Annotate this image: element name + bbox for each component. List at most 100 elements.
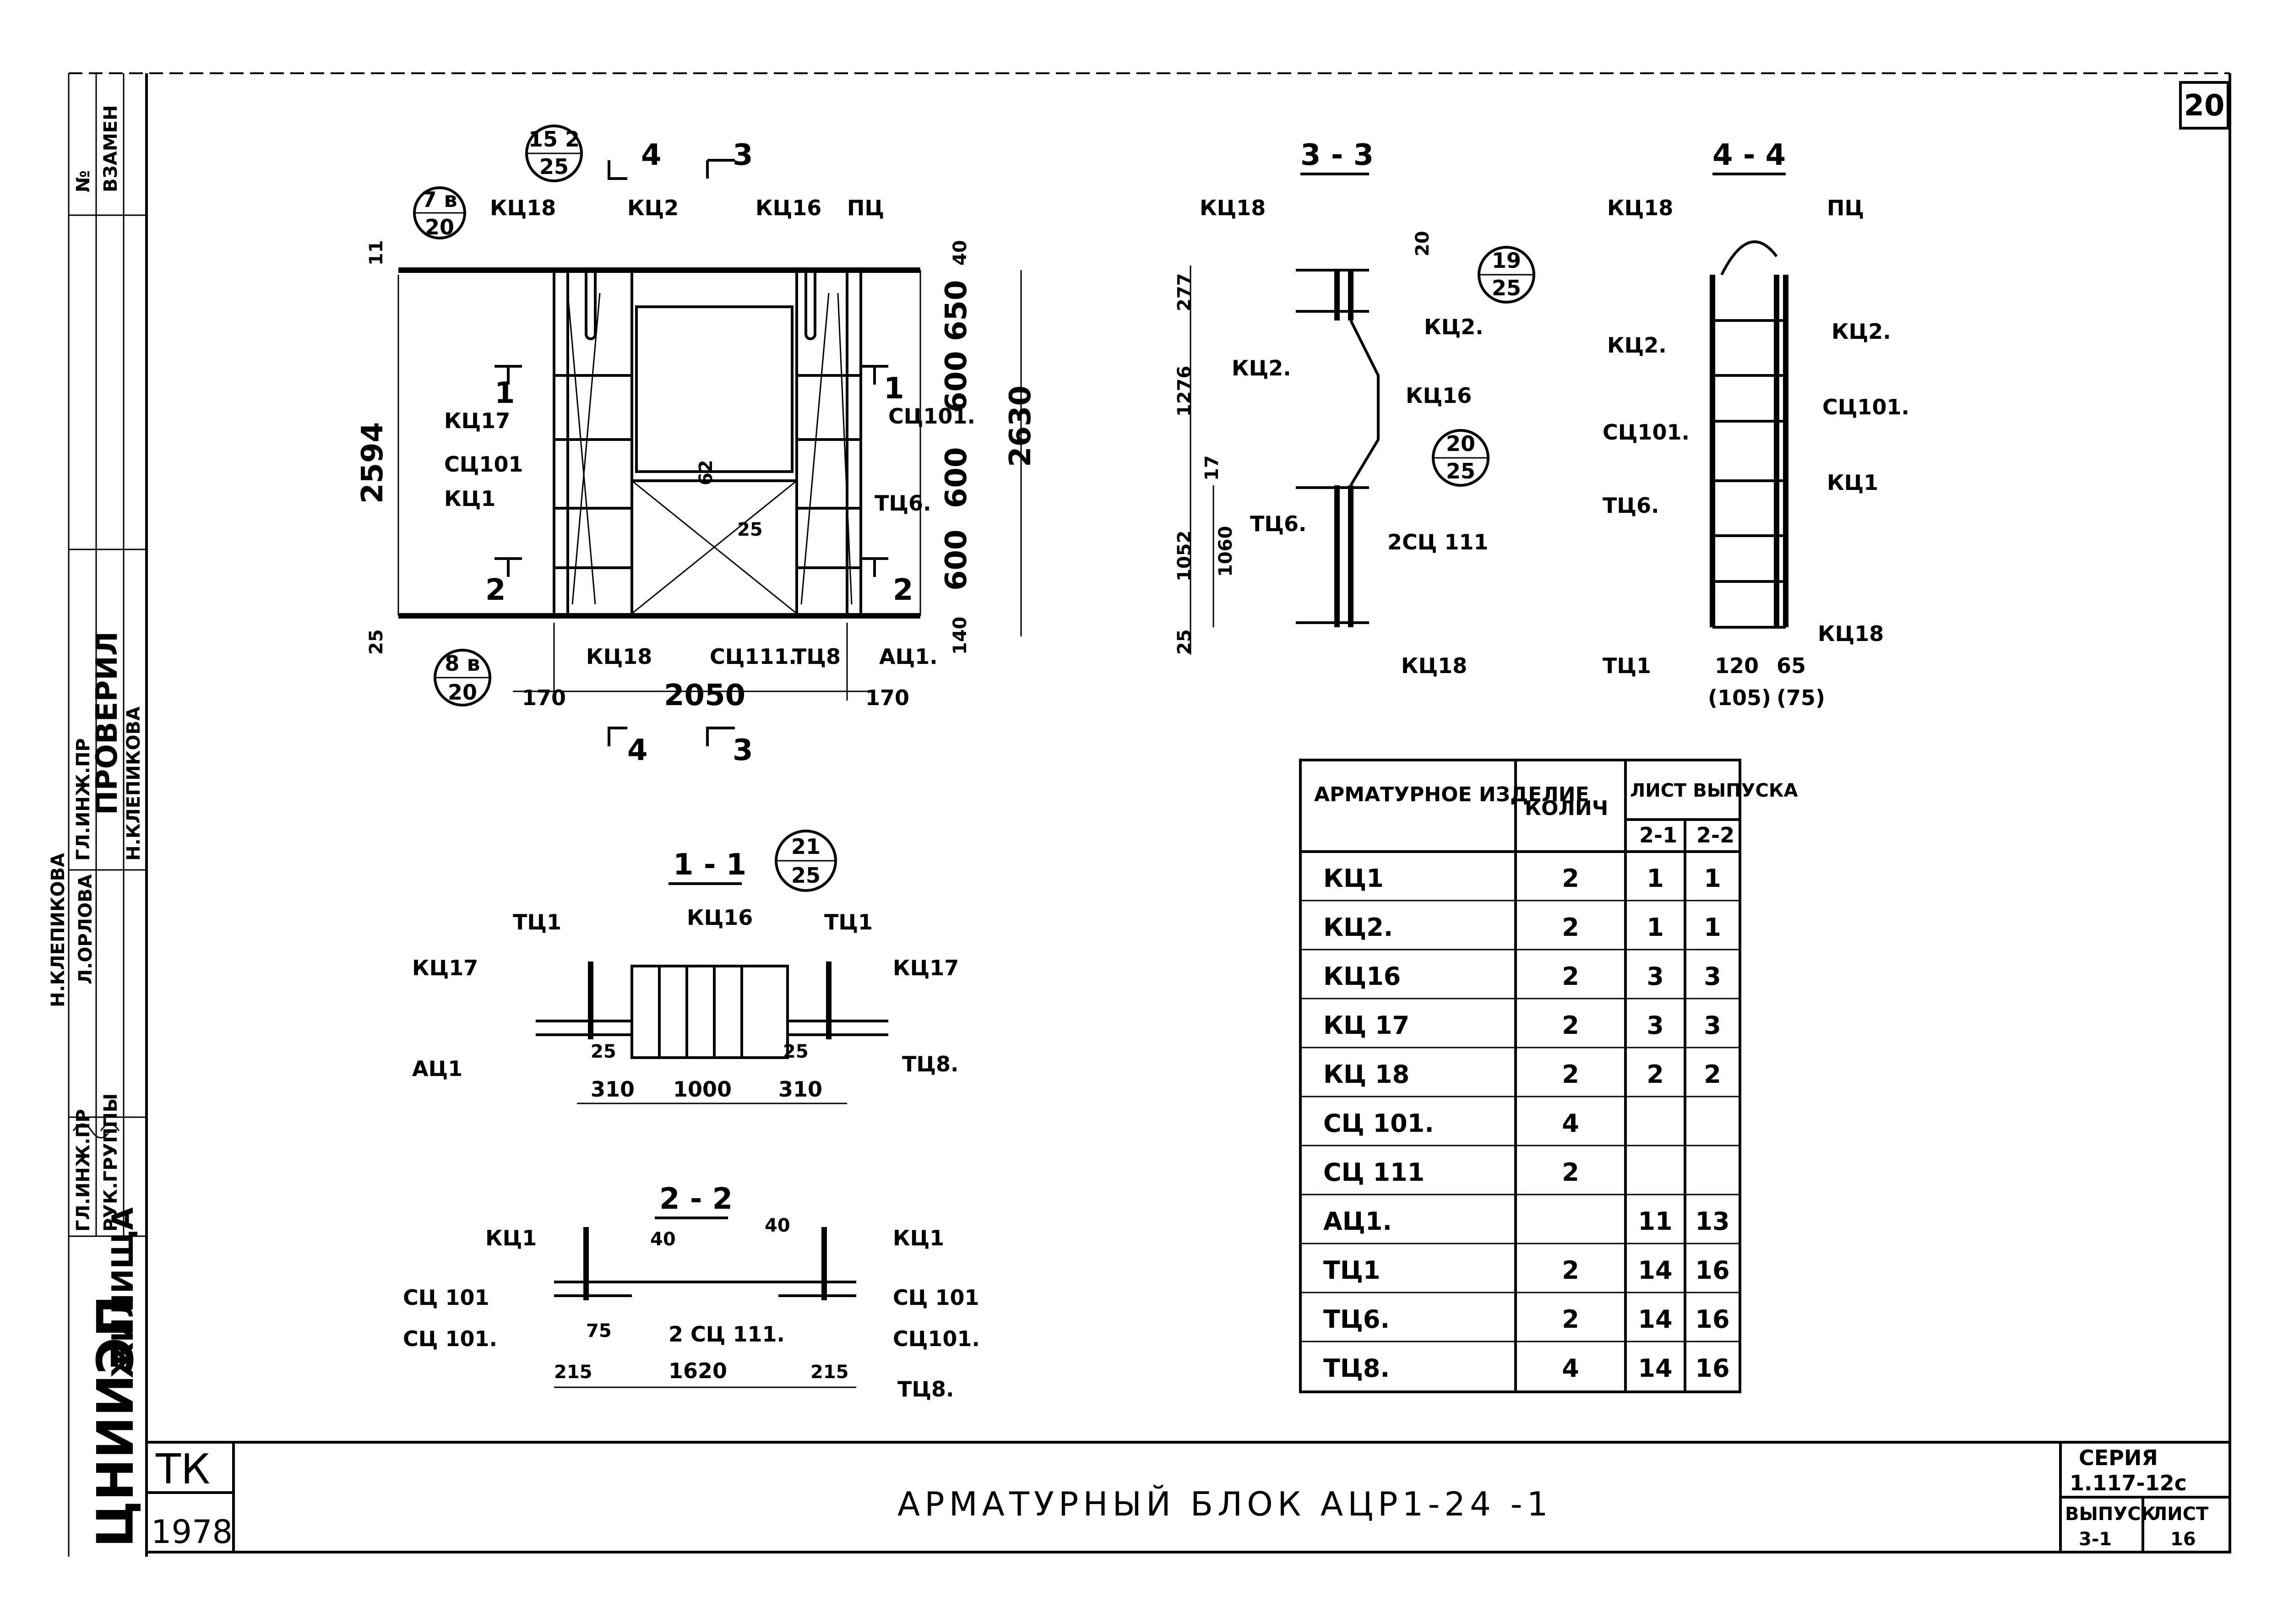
s11-label-tc8: ТЦ8. bbox=[902, 1052, 959, 1076]
s33-dim-1276: 1276 bbox=[1174, 366, 1195, 417]
s22-dim-40-left: 40 bbox=[650, 1229, 676, 1250]
s44-dim-65: 65 bbox=[1777, 653, 1806, 678]
stamp-org: ЦНИИЭП bbox=[86, 1295, 145, 1548]
schedule-cell-s21: 2 bbox=[1647, 1060, 1664, 1089]
s22-label-sc101-right: СЦ 101 bbox=[893, 1285, 979, 1310]
main-label-kc18-top: КЦ18 bbox=[490, 196, 556, 220]
callout-top-den: 25 bbox=[539, 154, 569, 179]
dim-650: 650 bbox=[940, 280, 973, 341]
stamp-inventory-no: № bbox=[73, 170, 94, 192]
dim-170-right: 170 bbox=[865, 685, 909, 710]
s11-label-kc17-left: КЦ17 bbox=[412, 956, 478, 980]
schedule-cell-s22: 2 bbox=[1704, 1060, 1721, 1089]
section-2-2-title: 2 - 2 bbox=[659, 1182, 733, 1216]
s11-dim-25-right: 25 bbox=[783, 1041, 809, 1062]
s11-dim-25-left: 25 bbox=[591, 1041, 616, 1062]
schedule-cell-item: ТЦ6. bbox=[1323, 1305, 1390, 1334]
dim-2630: 2630 bbox=[1004, 386, 1038, 467]
s22-dim-215-left: 215 bbox=[554, 1362, 592, 1383]
schedule-cell-s22: 1 bbox=[1704, 864, 1721, 893]
callout-left-bottom-den: 20 bbox=[448, 680, 477, 705]
title-series-label: СЕРИЯ bbox=[2079, 1445, 2158, 1470]
s44-label-kc1: КЦ1 bbox=[1827, 470, 1878, 495]
section-mark-4-bottom: 4 bbox=[627, 733, 648, 767]
s44-dim-75: (75) bbox=[1777, 685, 1825, 710]
schedule-header-sheet: ЛИСТ ВЫПУСКА bbox=[1630, 780, 1798, 801]
main-label-kc16-top: КЦ16 bbox=[756, 196, 821, 220]
s44-label-pc: ПЦ bbox=[1827, 196, 1864, 220]
signature-mark bbox=[72, 1123, 120, 1139]
stamp-replace: ВЗАМЕН bbox=[100, 105, 121, 192]
callout-left-bottom-num: 8 в bbox=[445, 651, 480, 676]
s44-dim-105: (105) bbox=[1708, 685, 1771, 710]
s33-label-sc111: 2СЦ 111 bbox=[1387, 530, 1488, 554]
s33-label-kc2-right: КЦ2. bbox=[1424, 315, 1484, 339]
schedule-header-c21: 2-1 bbox=[1639, 823, 1677, 847]
section-3-3: 3 - 3 19 25 20 25 КЦ18 КЦ2. КЦ2. КЦ16 ТЦ… bbox=[1174, 138, 1535, 678]
schedule-cell-item: КЦ1 bbox=[1323, 864, 1384, 893]
sheet-number: 20 bbox=[2184, 89, 2224, 123]
s22-label-kc1-right: КЦ1 bbox=[893, 1226, 944, 1250]
dim-11: 11 bbox=[366, 240, 387, 266]
section-mark-4-top: 4 bbox=[641, 138, 662, 172]
schedule-cell-qty: 2 bbox=[1562, 1158, 1579, 1187]
main-label-kc17: КЦ17 bbox=[444, 408, 510, 433]
section-4-4-title: 4 - 4 bbox=[1712, 138, 1786, 172]
s11-label-ac1: АЦ1 bbox=[412, 1056, 462, 1081]
main-label-kc18-bottom: КЦ18 bbox=[586, 644, 652, 669]
s22-dim-215-right: 215 bbox=[810, 1362, 849, 1383]
title-tk: ТК bbox=[155, 1445, 210, 1494]
schedule-cell-qty: 2 bbox=[1562, 1011, 1579, 1040]
dim-600c: 600 bbox=[940, 529, 973, 591]
main-label-sc101: СЦ101 bbox=[444, 452, 523, 477]
s22-dim-40-right: 40 bbox=[765, 1215, 790, 1236]
schedule-cell-s21: 11 bbox=[1638, 1207, 1672, 1236]
s22-dim-1620: 1620 bbox=[669, 1358, 727, 1383]
schedule-cell-s22: 16 bbox=[1695, 1305, 1729, 1334]
s11-dim-1000: 1000 bbox=[673, 1077, 732, 1102]
title-year: 1978 bbox=[151, 1513, 233, 1551]
schedule-cell-qty: 2 bbox=[1562, 913, 1579, 942]
section-mark-2-right: 2 bbox=[893, 573, 913, 607]
s11-label-kc17-right: КЦ17 bbox=[893, 956, 959, 980]
s33-dim-277: 277 bbox=[1174, 273, 1195, 312]
main-label-sc101-right: СЦ101. bbox=[888, 404, 975, 429]
title-text: АРМАТУРНЫЙ БЛОК АЦР1-24 -1 bbox=[897, 1485, 1553, 1523]
s33-callout-b-num: 20 bbox=[1446, 431, 1475, 456]
s11-callout-den: 25 bbox=[791, 863, 821, 888]
callout-left-top-num: 7 в bbox=[422, 187, 457, 212]
schedule-table: АРМАТУРНОЕ ИЗДЕЛИЕ КОЛИЧ ЛИСТ ВЫПУСКА 2-… bbox=[1299, 759, 1798, 1393]
s11-label-tc1-left: ТЦ1 bbox=[513, 910, 561, 934]
schedule-cell-item: АЦ1. bbox=[1323, 1207, 1392, 1236]
s22-label-kc1-left: КЦ1 bbox=[485, 1226, 537, 1250]
callout-top-num: 15 2 bbox=[528, 127, 580, 152]
dim-600a: 600 bbox=[940, 351, 973, 412]
s11-label-kc16: КЦ16 bbox=[687, 905, 753, 930]
sheet-number-box: 20 bbox=[2179, 81, 2229, 130]
s44-label-tc1: ТЦ1 bbox=[1603, 653, 1651, 678]
s44-label-tc6: ТЦ6. bbox=[1603, 493, 1659, 518]
section-mark-3-top: 3 bbox=[733, 138, 753, 172]
section-1-1: 1 - 1 21 25 ТЦ1 КЦ16 ТЦ1 КЦ17 КЦ17 АЦ1 Т… bbox=[412, 830, 959, 1104]
s33-label-kc18-top: КЦ18 bbox=[1200, 196, 1266, 220]
schedule-cell-item: КЦ 18 bbox=[1323, 1060, 1409, 1089]
s22-label-tc8: ТЦ8. bbox=[897, 1377, 954, 1401]
s11-callout-num: 21 bbox=[791, 834, 821, 859]
schedule-cell-s22: 16 bbox=[1695, 1354, 1729, 1383]
schedule-cell-item: КЦ 17 bbox=[1323, 1011, 1409, 1040]
dim-62: 62 bbox=[696, 460, 717, 485]
stamp-group-role: РУК.ГРУППЫ bbox=[100, 1093, 121, 1232]
dim-25-left: 25 bbox=[366, 629, 387, 655]
callout-left-top-den: 20 bbox=[425, 215, 454, 239]
s22-label-sc101-right2: СЦ101. bbox=[893, 1326, 980, 1351]
s22-dim-75: 75 bbox=[586, 1320, 612, 1342]
s33-label-tc6: ТЦ6. bbox=[1250, 511, 1307, 536]
main-label-kc2-top: КЦ2 bbox=[627, 196, 679, 220]
s33-label-kc2-left: КЦ2. bbox=[1232, 356, 1291, 380]
s33-dim-20: 20 bbox=[1412, 231, 1433, 256]
main-label-pc-top: ПЦ bbox=[847, 196, 884, 220]
schedule-cell-s22: 16 bbox=[1695, 1256, 1729, 1285]
title-issue-value: 3-1 bbox=[2079, 1529, 2112, 1550]
